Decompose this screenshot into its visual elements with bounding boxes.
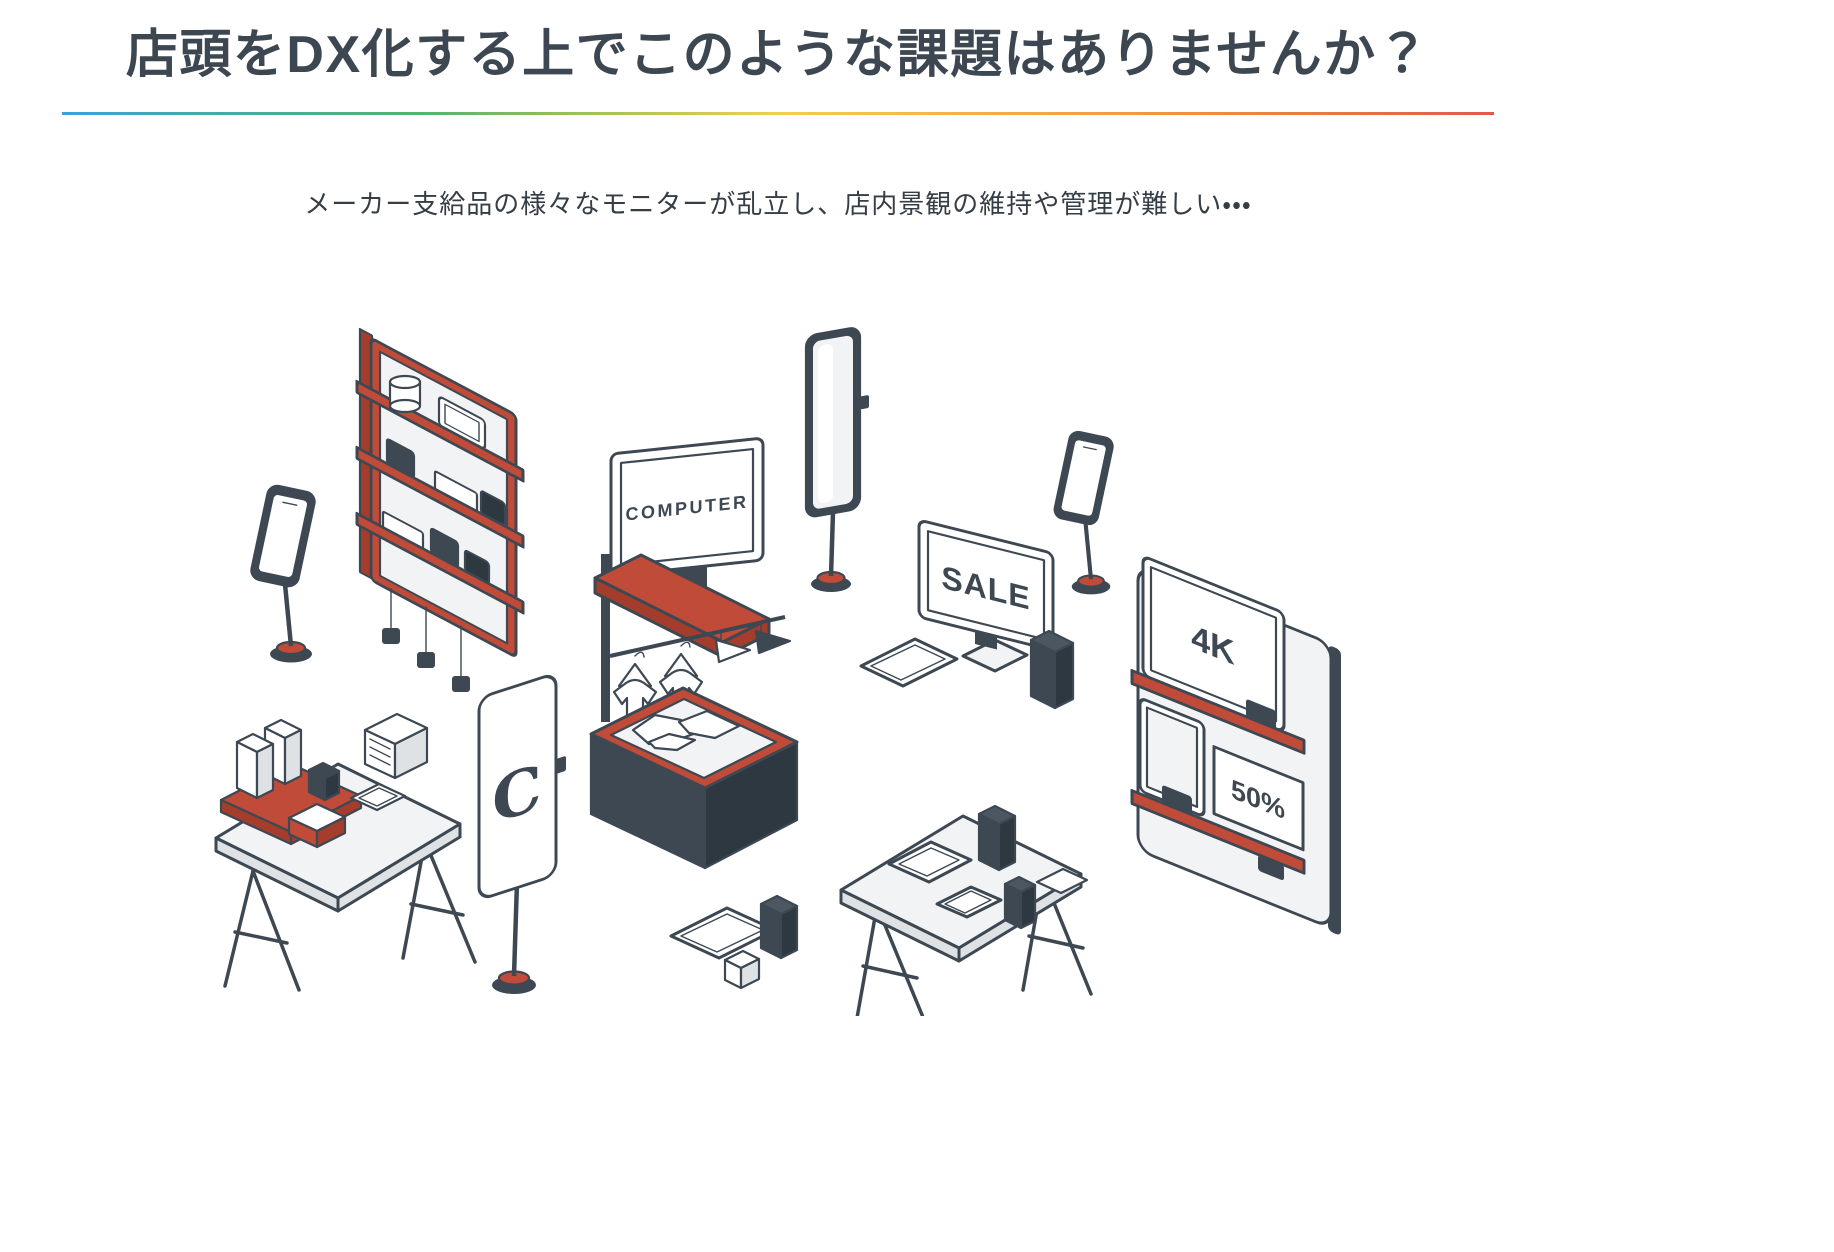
divider-gradient <box>62 111 1494 115</box>
canister <box>388 374 422 413</box>
phone-stand-right <box>1053 430 1115 594</box>
mirror-stand <box>804 326 869 592</box>
table-tablet-2 <box>935 885 1003 919</box>
desk-speakers <box>235 718 341 801</box>
floor-tablet <box>669 906 777 960</box>
sale-monitor: SALE <box>917 519 1055 651</box>
small-monitor <box>1138 697 1206 817</box>
clothing-rack: COMPUTER <box>589 436 799 869</box>
wall-shelf-unit <box>355 327 525 692</box>
table-speaker-2 <box>1003 875 1037 929</box>
floor-items <box>669 894 799 989</box>
table-right <box>839 804 1093 1016</box>
discount-sign: 50% <box>1212 744 1305 851</box>
floor-speaker-white <box>723 949 761 989</box>
isometric-store-scene: COMPUTER <box>214 326 1341 1016</box>
table-speaker-1 <box>977 804 1017 871</box>
banner-letter: C <box>492 750 541 839</box>
store-illustration: COMPUTER <box>62 326 1494 1016</box>
desk-tablet <box>349 782 407 811</box>
fourk-wall: 4K 50% <box>1130 556 1341 935</box>
hanging-tags <box>382 587 470 692</box>
floor-speaker-dark <box>759 894 799 959</box>
table-pad <box>1035 867 1089 894</box>
table-tablet-1 <box>887 840 973 884</box>
sale-speaker <box>1029 629 1075 709</box>
fourk-monitor: 4K <box>1141 556 1286 732</box>
desk-left <box>214 712 477 992</box>
section-subtitle: メーカー支給品の様々なモニターが乱立し、店内景観の維持や管理が難しい・・・ <box>304 188 1252 219</box>
computer-monitor: COMPUTER <box>609 436 765 577</box>
clothes-bin <box>589 686 799 869</box>
section-title: 店頭をDX化する上でこのような課題はありませんか？ <box>125 26 1431 84</box>
pennant-flags <box>714 620 792 663</box>
red-box <box>287 802 347 848</box>
pos-printer <box>363 712 429 779</box>
banner-c-stand: C <box>477 674 566 994</box>
sale-tablet <box>859 637 959 688</box>
phone-stand-left <box>250 484 317 662</box>
sale-display: SALE <box>859 519 1075 709</box>
dx-issues-section: 店頭をDX化する上でこのような課題はありませんか？ メーカー支給品の様々なモニタ… <box>62 22 1494 1016</box>
